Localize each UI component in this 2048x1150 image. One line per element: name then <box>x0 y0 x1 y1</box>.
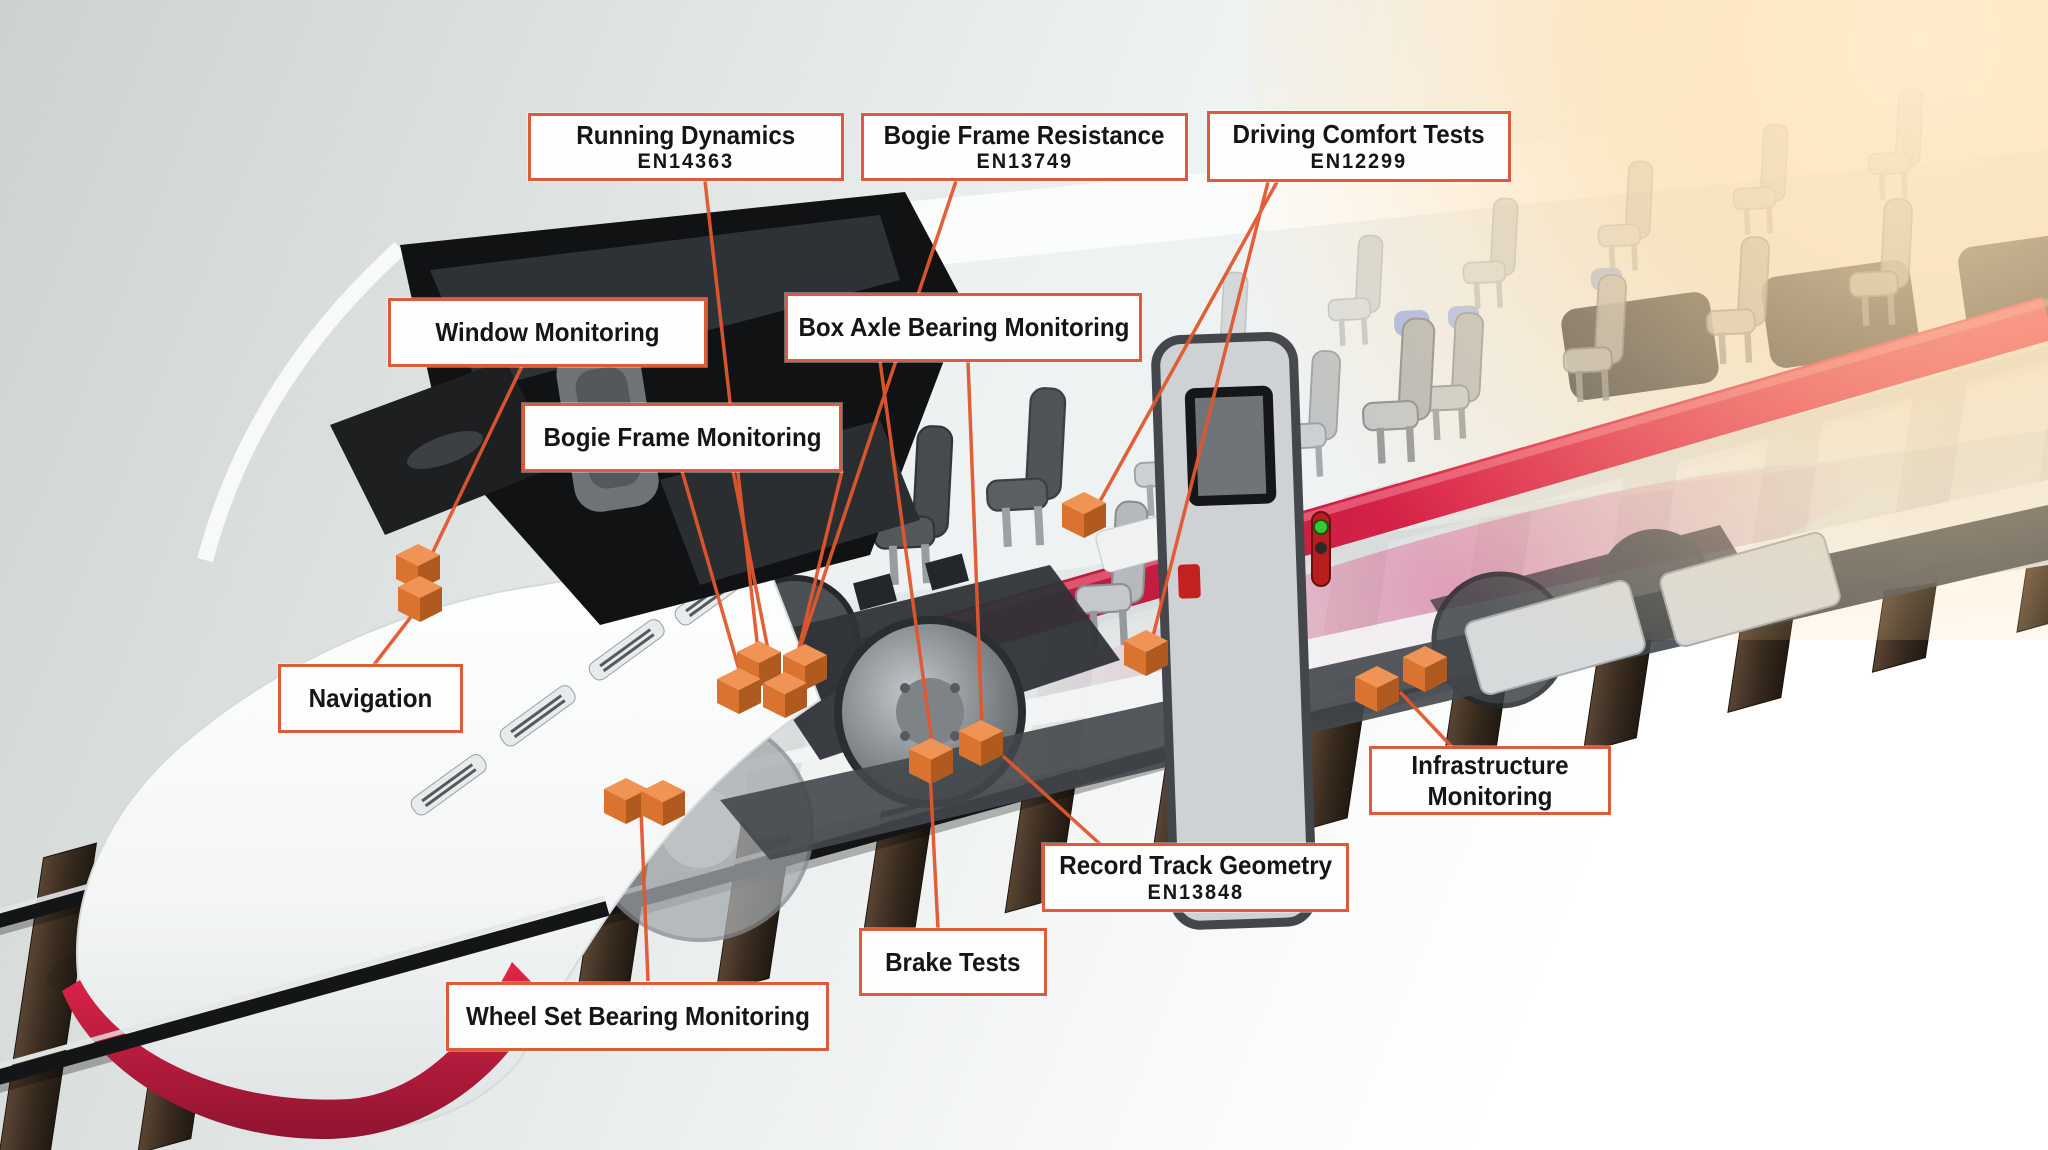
label-window-monitoring: Window Monitoring <box>388 298 707 367</box>
leader-line <box>1001 754 1102 846</box>
label-title: Bogie Frame Resistance <box>884 119 1165 150</box>
label-title: Navigation <box>308 683 433 714</box>
label-title: Running Dynamics <box>576 119 796 150</box>
leader-line <box>639 809 650 982</box>
label-title: Wheel Set Bearing Monitoring <box>465 1001 810 1032</box>
leader-line <box>1398 690 1454 749</box>
leader-line <box>731 470 772 661</box>
train-nose <box>62 242 822 1140</box>
windshield-pillar <box>197 242 406 563</box>
leader-line <box>878 360 934 743</box>
leader-line <box>928 771 940 930</box>
leader-line <box>798 180 958 649</box>
label-title: Infrastructure Monitoring <box>1411 750 1569 811</box>
leader-line <box>1148 181 1270 649</box>
leader-lines <box>371 180 1454 982</box>
track-sleeper <box>0 842 98 1150</box>
label-title: Bogie Frame Monitoring <box>542 422 822 453</box>
front-rail-overlay <box>0 895 610 1150</box>
label-standard-code: EN13749 <box>976 150 1073 173</box>
label-standard-code: EN14363 <box>637 150 735 173</box>
label-title: Brake Tests <box>885 946 1021 977</box>
label-title: Driving Comfort Tests <box>1232 119 1486 150</box>
label-wheel-set-bearing-monitoring: Wheel Set Bearing Monitoring <box>446 982 829 1051</box>
leader-line <box>796 470 844 653</box>
leader-line <box>680 470 742 674</box>
label-standard-code: EN13848 <box>1147 880 1244 904</box>
leader-line <box>966 360 984 727</box>
driver-console <box>660 420 920 585</box>
label-brake-tests: Brake Tests <box>859 928 1047 996</box>
light-flare <box>1250 0 2048 640</box>
label-title: Window Monitoring <box>435 317 660 348</box>
label-title: Box Axle Bearing Monitoring <box>798 312 1129 343</box>
leader-line <box>428 365 524 559</box>
label-title: Record Track Geometry <box>1059 850 1332 881</box>
label-bogie-frame-monitoring: Bogie Frame Monitoring <box>522 403 842 472</box>
label-infrastructure-monitoring: Infrastructure Monitoring <box>1369 746 1611 815</box>
label-navigation: Navigation <box>278 664 463 733</box>
label-box-axle-bearing-monitoring: Box Axle Bearing Monitoring <box>785 293 1142 362</box>
label-standard-code: EN12299 <box>1310 149 1408 173</box>
leader-line <box>1092 181 1279 513</box>
door-sticker <box>1177 564 1201 599</box>
livery-stripe-nose <box>62 962 545 1140</box>
